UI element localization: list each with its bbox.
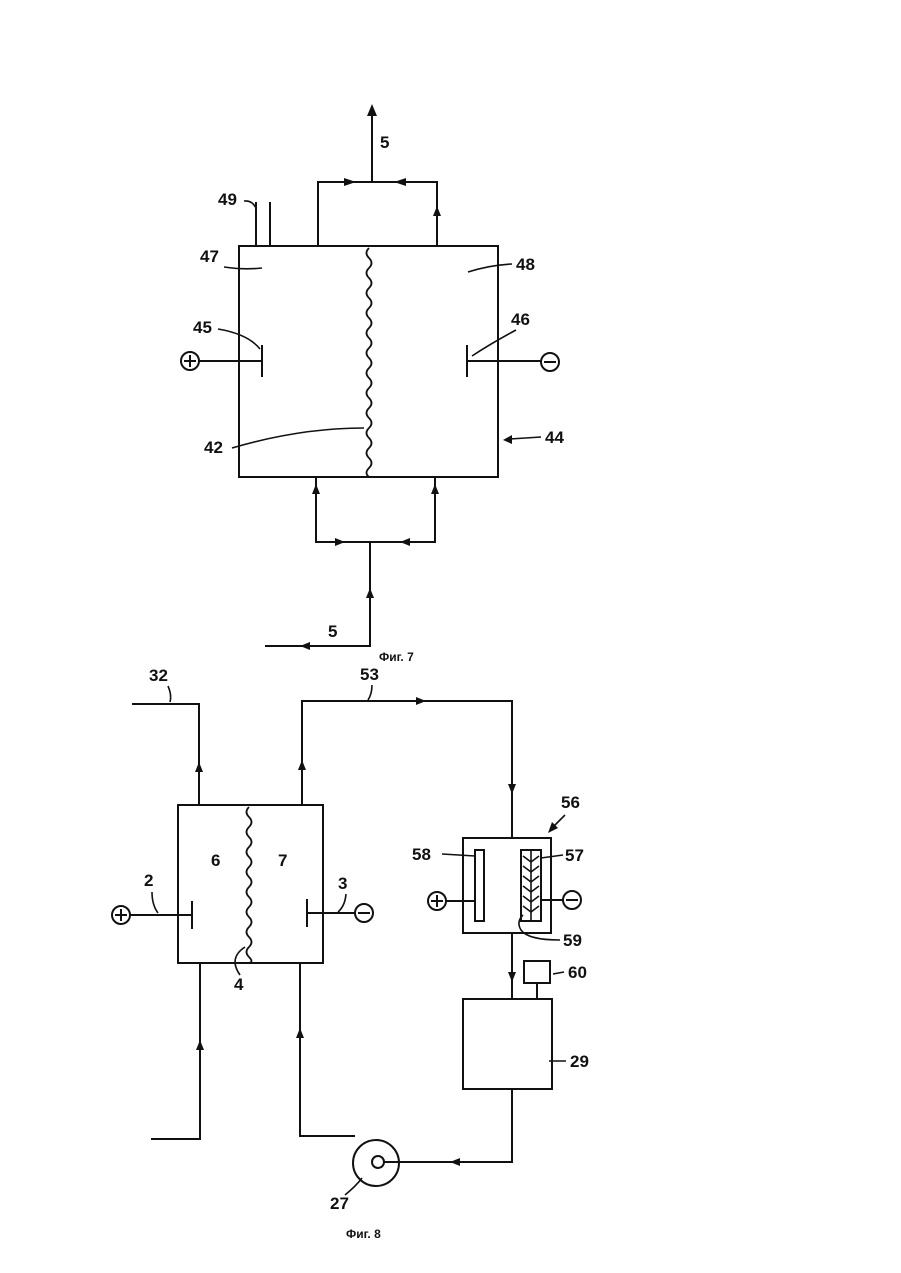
- anode-2: [130, 902, 192, 928]
- figure-8: 32 53 6 7 4 2: [112, 665, 589, 1241]
- cathode-3-label: 3: [338, 874, 347, 893]
- anode-2-label: 2: [144, 871, 153, 890]
- membrane-42: [367, 248, 372, 477]
- membrane-4: [247, 807, 252, 963]
- negative-terminal-icon: [541, 353, 559, 371]
- line-53-label: 53: [360, 665, 379, 684]
- return-line: [392, 1089, 512, 1166]
- sensor-60: [524, 961, 550, 983]
- negative-terminal-icon: [563, 891, 581, 909]
- aux-cathode-label: 57: [565, 846, 584, 865]
- line-32-label: 32: [149, 666, 168, 685]
- aux-cell-label: 56: [561, 793, 580, 812]
- circulation-line-53: [298, 697, 516, 838]
- cathode-label: 46: [511, 310, 530, 329]
- chamber-7-label: 7: [278, 851, 287, 870]
- outlet-label: 5: [380, 133, 389, 152]
- aux-anode-58: [446, 850, 484, 921]
- sensor-label: 60: [568, 963, 587, 982]
- inlet-pipe: [266, 477, 439, 650]
- inlet-arrow-up-left: [312, 484, 320, 494]
- aux-anode-label: 58: [412, 845, 431, 864]
- deposit-label: 59: [563, 931, 582, 950]
- chamber-6-label: 6: [211, 851, 220, 870]
- flow-arrow-left: [394, 178, 406, 186]
- figure-7-caption: Фиг. 7: [379, 650, 414, 664]
- positive-terminal-icon: [181, 352, 199, 370]
- aux-cell-56: [463, 838, 551, 933]
- pump-label: 27: [330, 1194, 349, 1213]
- inlet-label: 5: [328, 622, 337, 641]
- flow-arrow-right: [344, 178, 356, 186]
- inlet-lines: [152, 963, 354, 1139]
- cathode-46: [467, 346, 541, 376]
- positive-terminal-icon: [112, 906, 130, 924]
- port-49: [256, 203, 270, 246]
- negative-terminal-icon: [355, 904, 373, 922]
- membrane-4-label: 4: [234, 975, 244, 994]
- flow-arrow-down: [508, 972, 516, 982]
- membrane-label: 42: [204, 438, 223, 457]
- figure-8-caption: Фиг. 8: [346, 1227, 381, 1241]
- cathode-3: [307, 900, 355, 926]
- positive-terminal-icon: [428, 892, 446, 910]
- outlet-arrow-up: [367, 104, 377, 116]
- outlet-pipe: [318, 104, 441, 246]
- cell-body: [239, 246, 498, 477]
- tank-29: [463, 999, 552, 1089]
- outlet-line-32: [133, 704, 203, 805]
- tank-label: 29: [570, 1052, 589, 1071]
- inlet-arrow-up-right: [431, 484, 439, 494]
- pump-27: [353, 1140, 399, 1186]
- aux-cathode-57: [521, 850, 563, 921]
- flow-arrow-up-right: [433, 206, 441, 216]
- anode-45: [199, 346, 262, 376]
- port-label: 49: [218, 190, 237, 209]
- figure-7: 5 49 42 47 48 45: [181, 104, 564, 664]
- cell-label: 44: [545, 428, 564, 447]
- anode-label: 45: [193, 318, 212, 337]
- chamber-right-label: 48: [516, 255, 535, 274]
- chamber-left-label: 47: [200, 247, 219, 266]
